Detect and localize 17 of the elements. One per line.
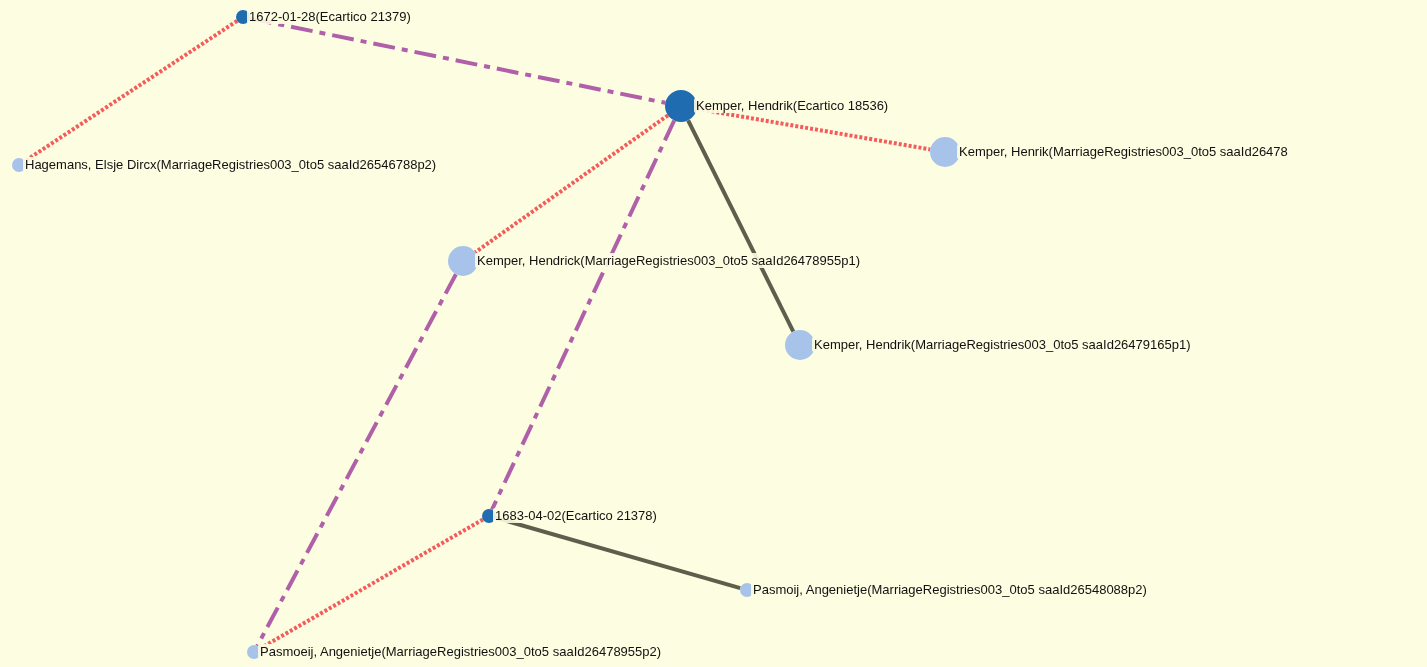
node-circle — [930, 137, 960, 167]
node-circle — [785, 330, 815, 360]
node-label: 1672-01-28(Ecartico 21379) — [247, 9, 413, 24]
node-label: Hagemans, Elsje Dircx(MarriageRegistries003_0to5 saaId26546788p2) — [23, 157, 439, 172]
dashed-connector — [255, 273, 458, 647]
node-label: Kemper, Hendrick(MarriageRegistries003_0to5 saaId26478955p1) — [475, 253, 862, 268]
connector — [686, 119, 796, 333]
node-label: 1683-04-02(Ecartico 21378) — [493, 508, 659, 523]
dashed-connector — [490, 119, 677, 511]
node-label: Kemper, Hendrik(MarriageRegistries003_0to5 saaId26479165p1) — [812, 337, 1193, 352]
dashed-connector — [474, 113, 670, 254]
node-circle — [665, 90, 697, 122]
node-label: Kemper, Henrik(MarriageRegistries003_0to5 saaId26478 — [957, 144, 1290, 159]
node-label: Pasmoeij, Angenietje(MarriageRegistries003_0to5 saaId26478955p2) — [258, 644, 664, 659]
node-label: Kemper, Hendrik(Ecartico 18536) — [694, 98, 891, 113]
node-label: Pasmoij, Angenietje(MarriageRegistries003_0to5 saaId26548088p2) — [751, 582, 1149, 597]
node-circle — [448, 246, 478, 276]
